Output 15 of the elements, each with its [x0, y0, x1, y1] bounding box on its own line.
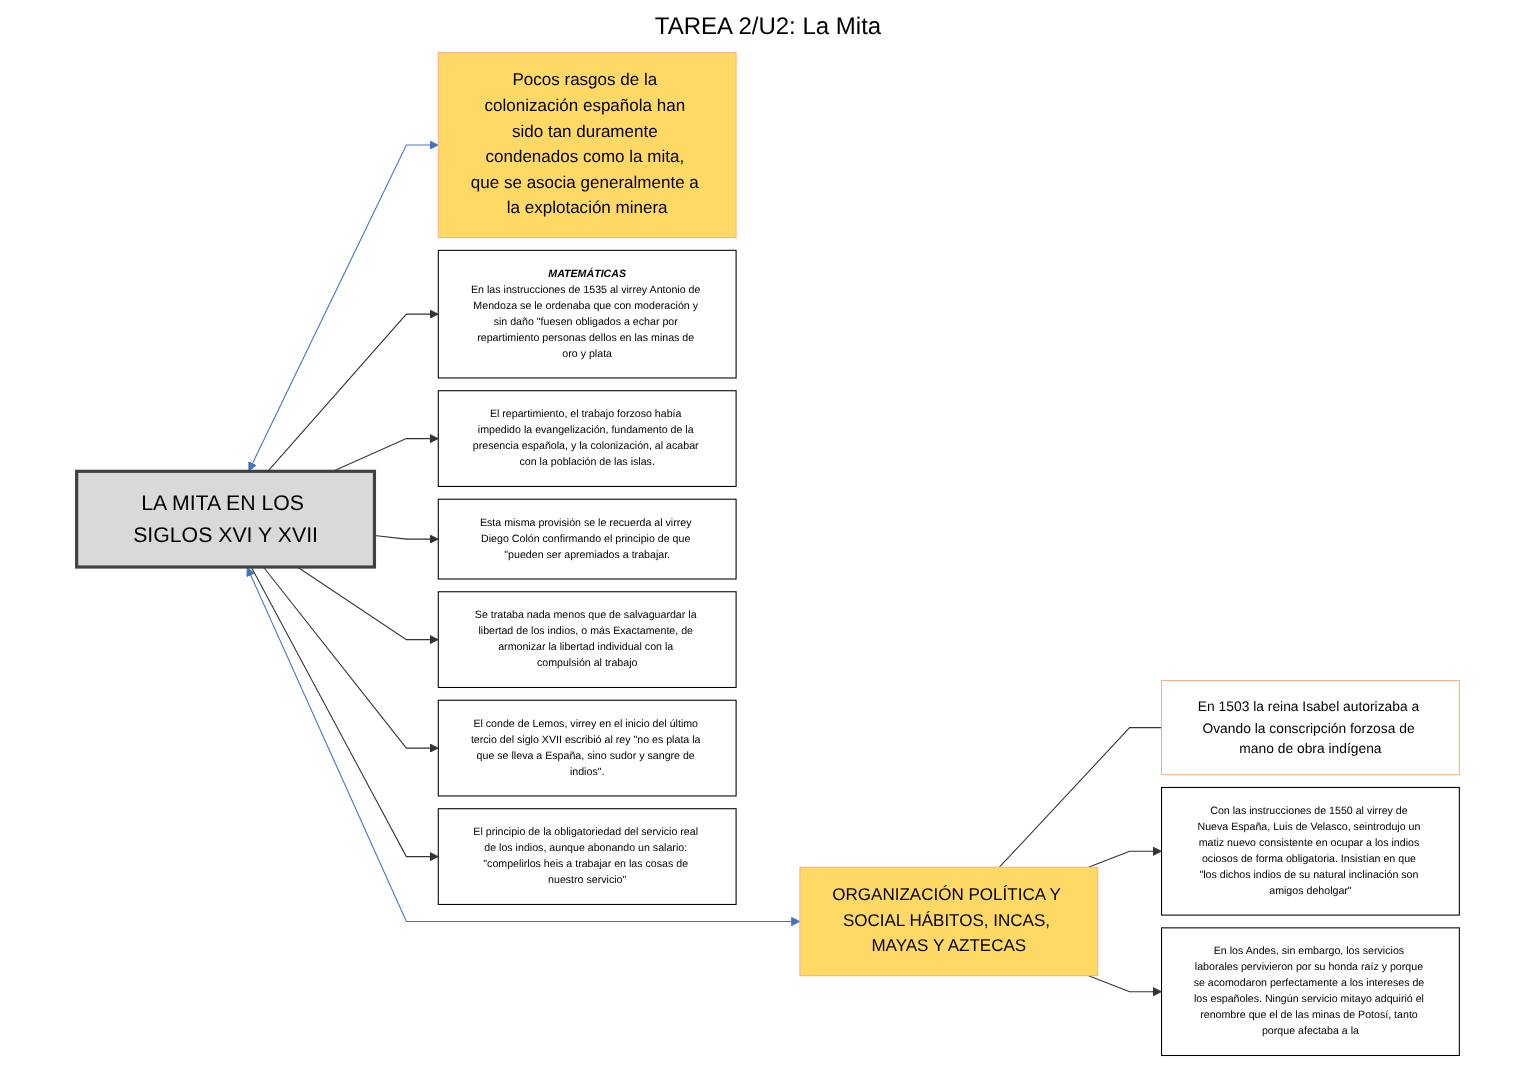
node-box: Pocos rasgos de la colonización española han sido tan duramente condenados como la mita, que se asocia generalmente a la explotación minera	[437, 52, 737, 239]
arrow	[373, 534, 439, 544]
arrow	[250, 566, 439, 862]
arrow	[267, 309, 439, 472]
arrow	[262, 566, 439, 753]
node-box: ORGANIZACIÓN POLÍTICA Y SOCIAL HÁBITOS, INCAS, MAYAS Y AZTECAS	[799, 866, 1099, 977]
page-title: TAREA 2/U2: La Mita	[652, 12, 884, 40]
arrow	[246, 567, 801, 927]
arrow	[1088, 846, 1162, 868]
connector	[998, 727, 1163, 868]
arrow	[296, 566, 439, 645]
arrow	[248, 140, 439, 472]
arrow	[332, 433, 439, 472]
arrow	[1088, 975, 1162, 997]
node-box: LA MITA EN LOS SIGLOS XVI Y XVII	[75, 469, 377, 569]
